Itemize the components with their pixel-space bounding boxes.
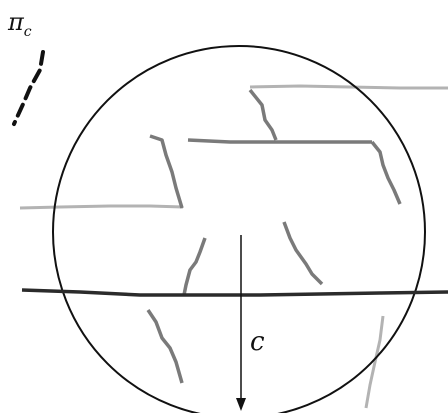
plane-label-symbol: π <box>7 8 25 36</box>
light-line-left <box>20 206 183 208</box>
plane-line <box>22 290 448 295</box>
vector-c-arrowhead <box>236 398 246 411</box>
plane-label: πc <box>7 8 32 40</box>
vector-label: c <box>250 327 265 357</box>
segment-top-center <box>250 90 276 140</box>
light-line-bottom-right <box>366 316 383 408</box>
segment-upper-left-hook <box>150 136 182 208</box>
segment-lower-left <box>148 310 182 383</box>
segment-mid-right <box>284 222 322 284</box>
plane-label-subscript: c <box>24 24 32 40</box>
sphere-outline <box>53 46 425 413</box>
plane-trace-dashed <box>14 52 43 124</box>
segment-right <box>372 142 400 204</box>
segment-mid-left <box>184 238 205 295</box>
segment-upper-bar <box>188 140 372 142</box>
light-line-top-right <box>250 86 448 88</box>
